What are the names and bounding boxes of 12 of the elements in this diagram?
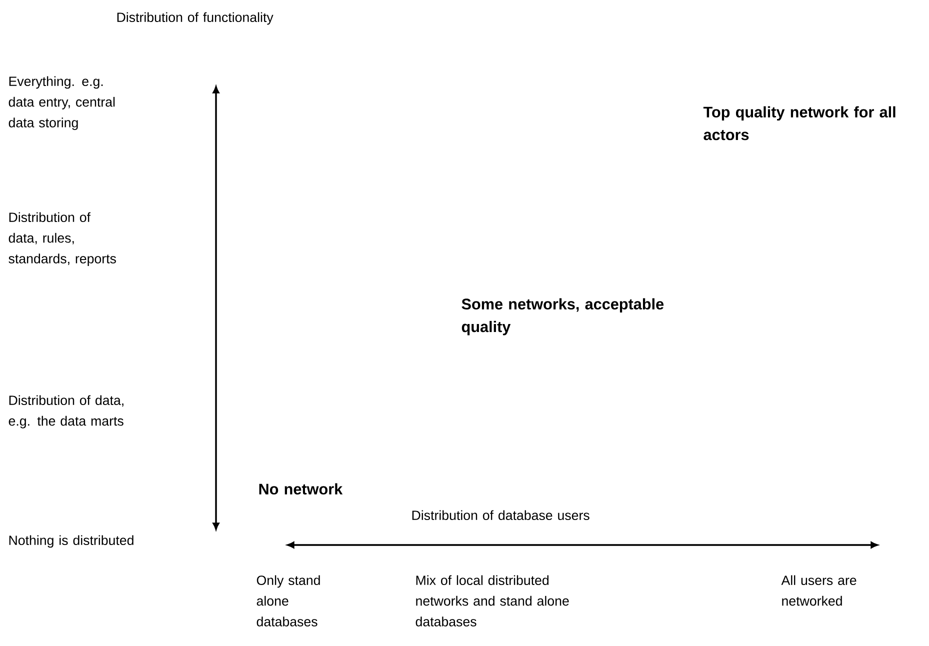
axis-tick-label: Everything. e.g. data entry, central data storing [8,76,115,130]
region-label: Top quality network for all actors [703,106,896,140]
axis-title: Distribution of functionality [117,12,274,25]
axis-tick-label: Nothing is distributed [9,535,134,548]
axis-tick-label: Only stand alone databases [256,575,320,626]
axis-tick-label: Distribution of data, e.g. the data marts [8,395,124,428]
region-label: Some networks, acceptable quality [462,298,664,336]
axis-tick-label: All users are networked [781,575,856,606]
axis-tick-label: Mix of local distributed networks and stand alone databases [416,575,569,626]
region-label: No network [259,483,343,495]
axis-tick-label: Distribution of data, rules, standards, reports [8,212,116,266]
axis-title: Distribution of database users [412,510,590,520]
